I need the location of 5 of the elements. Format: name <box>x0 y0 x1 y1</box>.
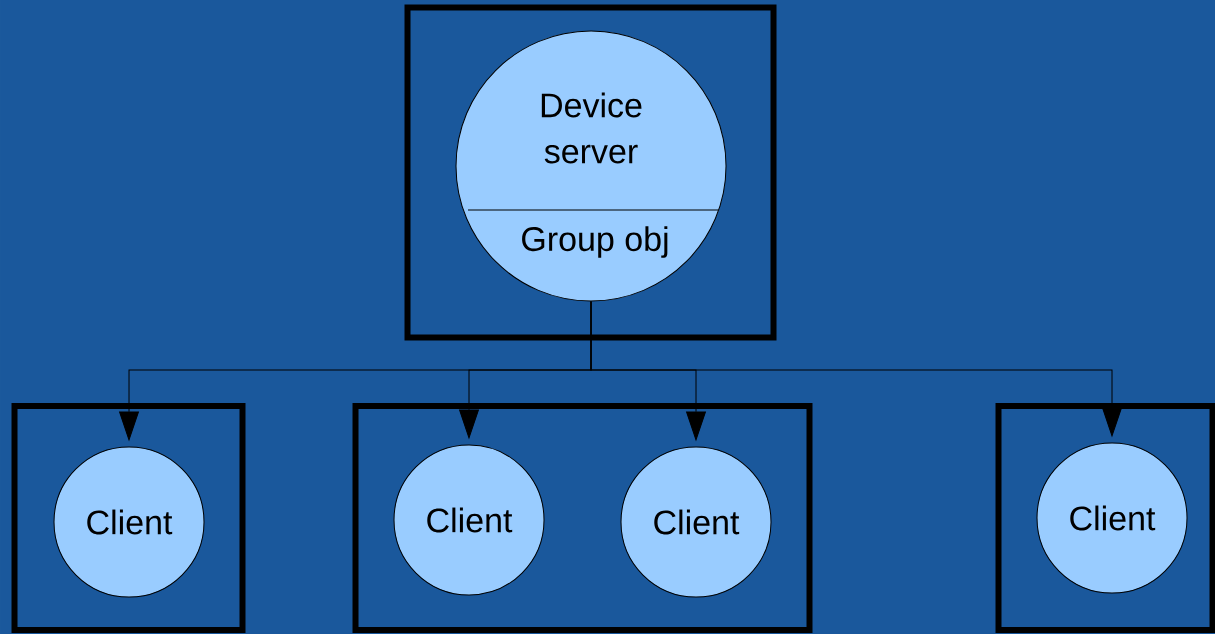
group-box <box>11 403 246 633</box>
group-box <box>995 403 1215 633</box>
group-box <box>404 4 777 341</box>
group-box <box>352 403 813 633</box>
arrow <box>590 301 1122 437</box>
